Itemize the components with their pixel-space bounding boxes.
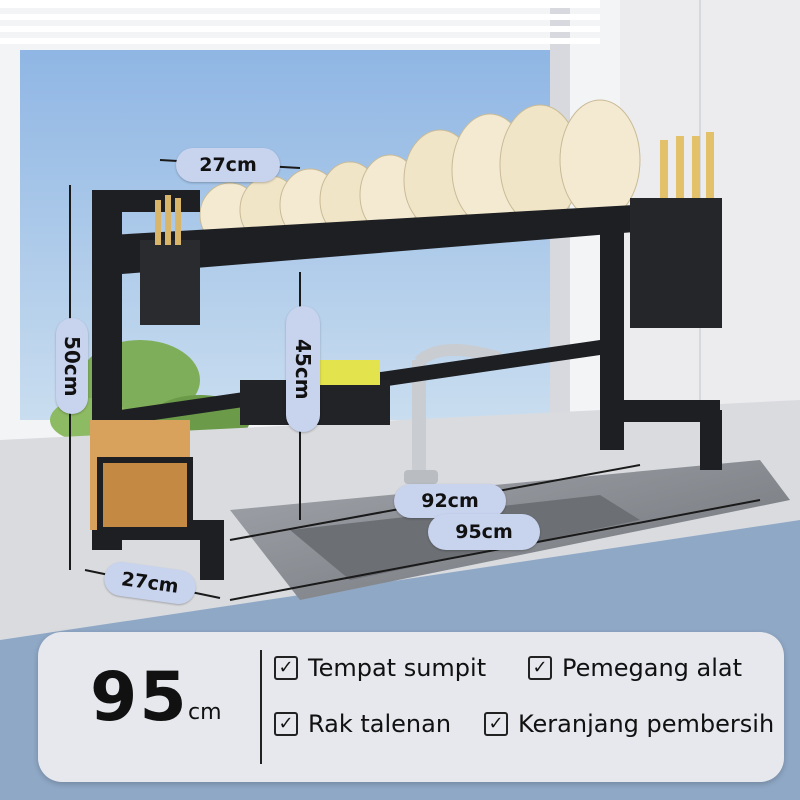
feature-label: Rak talenan — [308, 710, 452, 738]
dish-rack — [90, 99, 722, 580]
base-depth-text: 27cm — [119, 568, 181, 598]
feature-item-chopsticks: ✓ Tempat sumpit — [274, 654, 486, 682]
top-width-label: 27cm — [176, 148, 280, 182]
feature-item-cleaning-basket: ✓ Keranjang pembersih — [484, 710, 774, 738]
checkbox-icon: ✓ — [274, 712, 298, 736]
feature-label: Tempat sumpit — [308, 654, 487, 682]
feature-panel: 95 cm ✓ Tempat sumpit ✓ Pemegang alat ✓ … — [38, 632, 784, 782]
utensil-holder — [630, 198, 722, 328]
outer-width-label: 95cm — [428, 514, 540, 550]
window-blinds — [0, 0, 600, 44]
height-label: 50cm — [56, 318, 88, 414]
top-width-text: 27cm — [199, 154, 257, 176]
checkbox-icon: ✓ — [484, 712, 508, 736]
inner-width-text: 92cm — [421, 490, 479, 512]
feature-label: Keranjang pembersih — [518, 710, 775, 738]
knives — [660, 132, 714, 200]
middle-height-label: 45cm — [286, 306, 320, 432]
checkbox-icon: ✓ — [274, 656, 298, 680]
chopstick-holder — [140, 240, 200, 325]
panel-divider — [260, 650, 262, 764]
inner-width-label: 92cm — [394, 484, 506, 518]
size-number: 95 — [90, 658, 189, 737]
plates — [199, 99, 641, 248]
feature-item-cutting-board: ✓ Rak talenan — [274, 710, 451, 738]
feature-item-utensil-holder: ✓ Pemegang alat — [528, 654, 742, 682]
feature-label: Pemegang alat — [562, 654, 743, 682]
checkbox-icon: ✓ — [528, 656, 552, 680]
middle-height-text: 45cm — [291, 338, 315, 400]
size-unit: cm — [188, 700, 222, 725]
outer-width-text: 95cm — [455, 521, 513, 543]
height-text: 50cm — [60, 335, 84, 397]
faucet — [404, 344, 502, 484]
